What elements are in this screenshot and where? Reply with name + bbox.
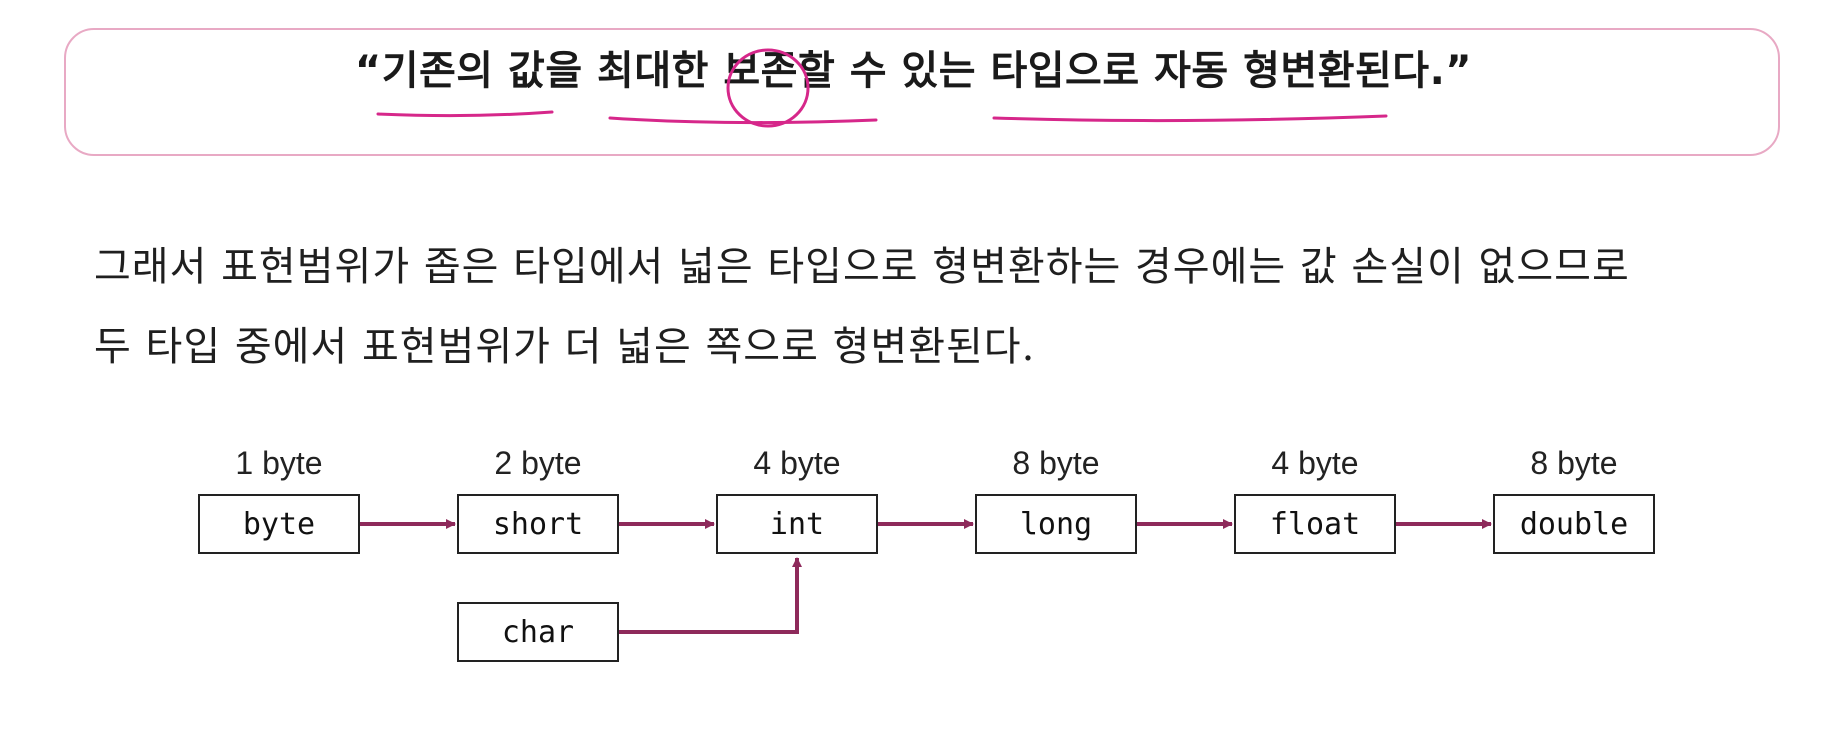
type-box-char: char xyxy=(457,602,619,662)
size-label-float: 4 byte xyxy=(1271,445,1359,481)
paragraph-line-1: 그래서 표현범위가 좁은 타입에서 넓은 타입으로 형변환하는 경우에는 값 손… xyxy=(94,244,1630,290)
type-box-byte: byte xyxy=(198,494,360,554)
size-label-double: 8 byte xyxy=(1530,445,1618,481)
size-label-long: 8 byte xyxy=(1012,445,1100,481)
type-box-long: long xyxy=(975,494,1137,554)
underline-2 xyxy=(608,116,878,125)
size-label-short: 2 byte xyxy=(494,445,582,481)
quote-box xyxy=(64,28,1780,156)
size-label-byte: 1 byte xyxy=(235,445,323,481)
type-box-int: int xyxy=(716,494,878,554)
type-box-short: short xyxy=(457,494,619,554)
underline-3 xyxy=(992,114,1388,123)
quote-text: “기존의 값을 최대한 보존할 수 있는 타입으로 자동 형변환된다.” xyxy=(354,48,1473,94)
annotation-circle xyxy=(726,48,810,128)
type-box-double: double xyxy=(1493,494,1655,554)
underline-1 xyxy=(376,110,554,118)
size-label-int: 4 byte xyxy=(753,445,841,481)
type-box-float: float xyxy=(1234,494,1396,554)
paragraph-line-2: 두 타입 중에서 표현범위가 더 넓은 쪽으로 형변환된다. xyxy=(94,324,1036,370)
arrow-char-int xyxy=(619,557,802,634)
